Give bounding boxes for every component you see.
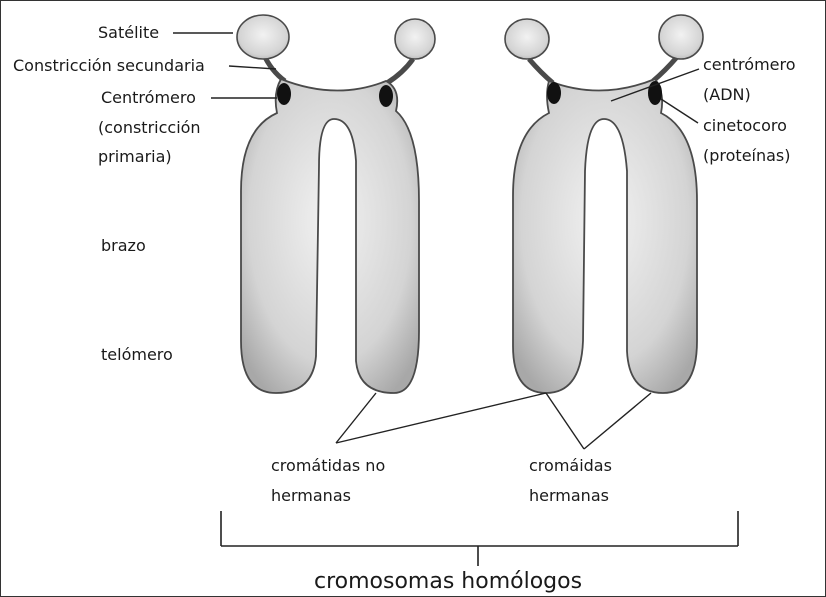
right-satellite-right [659, 15, 703, 59]
label-constriccion-secundaria: Constricción secundaria [13, 56, 205, 76]
right-chromosome [505, 15, 703, 393]
label-cinetocoro: cinetocoro [703, 116, 787, 136]
label-telomero: telómero [101, 345, 173, 365]
label-no-hermanas-2: hermanas [271, 486, 351, 506]
right-satellite-left [505, 19, 549, 59]
label-no-hermanas: cromátidas no [271, 456, 385, 476]
label-centromero-right-2: (ADN) [703, 85, 751, 105]
label-centromero-left-3: primaria) [98, 147, 172, 167]
right-chromosome-body [513, 79, 697, 393]
label-cromosomas-homologos: cromosomas homólogos [314, 569, 582, 595]
left-satellite-left [237, 15, 289, 59]
label-centromero-left: Centrómero [101, 88, 196, 108]
left-centromere-dot-left [277, 83, 291, 105]
pointer-hermanas-b [584, 393, 651, 449]
label-satelite: Satélite [98, 23, 159, 43]
label-brazo: brazo [101, 236, 146, 256]
pointer-no-hermanas-b [336, 393, 546, 443]
label-hermanas-2: hermanas [529, 486, 609, 506]
right-satellite-stalk-right [653, 57, 677, 81]
right-satellite-stalk-left [529, 59, 553, 83]
label-cinetocoro-2: (proteínas) [703, 146, 791, 166]
left-satellite-right [395, 19, 435, 59]
left-satellite-stalk-right [387, 59, 413, 83]
left-chromosome-body [241, 79, 419, 393]
left-chromosome [237, 15, 435, 393]
label-centromero-right: centrómero [703, 55, 796, 75]
label-hermanas: cromáidas [529, 456, 612, 476]
pointer-hermanas-a [546, 393, 584, 449]
label-centromero-left-2: (constricción [98, 118, 201, 138]
right-centromere-dot-left [547, 82, 561, 104]
left-centromere-dot-right [379, 85, 393, 107]
homologos-bracket [221, 511, 738, 566]
